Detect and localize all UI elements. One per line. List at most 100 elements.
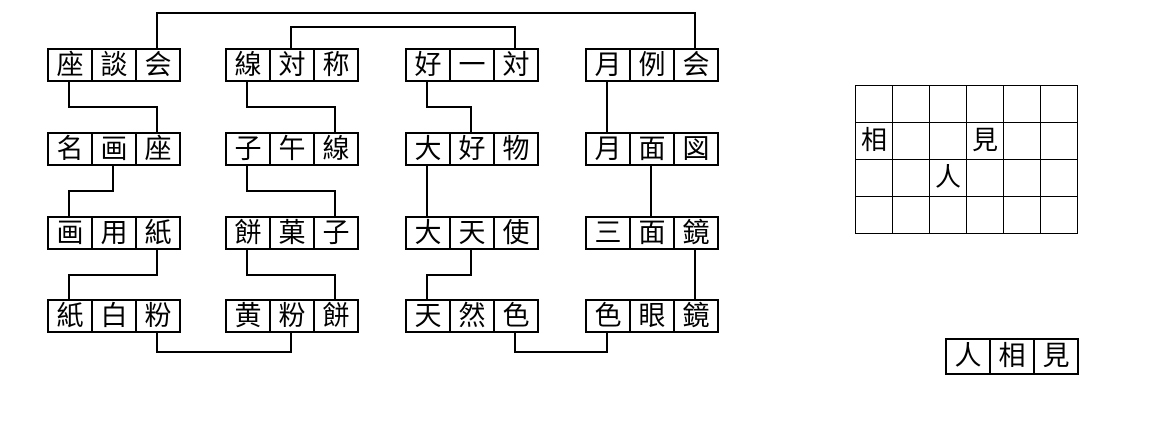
kanji-cell: 面 (629, 218, 673, 248)
word-box: 月例会 (585, 48, 719, 82)
connector-line (426, 82, 472, 132)
grid-cell-empty (967, 160, 1003, 196)
kanji-cell: 会 (135, 50, 179, 80)
connector-line (156, 333, 292, 353)
solution-grid: 相見人 (855, 85, 1078, 234)
answer-box: 人相見 (945, 338, 1079, 375)
kanji-cell: 談 (91, 50, 135, 80)
grid-cell-empty (967, 86, 1003, 122)
word-box: 好一対 (405, 48, 539, 82)
word-box: 子午線 (225, 132, 359, 166)
word-box: 黄粉餅 (225, 299, 359, 333)
word-box: 三面鏡 (585, 216, 719, 250)
kanji-cell: 線 (313, 134, 357, 164)
connector-line (156, 12, 696, 48)
connector-line (246, 166, 336, 216)
kanji-cell: 天 (407, 301, 449, 331)
kanji-cell: 名 (49, 134, 91, 164)
grid-cell-empty (1004, 160, 1040, 196)
kanji-cell: 午 (269, 134, 313, 164)
kanji-cell: 画 (91, 134, 135, 164)
kanji-cell: 称 (313, 50, 357, 80)
grid-cell-empty (856, 197, 892, 233)
kanji-cell: 月 (587, 50, 629, 80)
kanji-cell: 好 (449, 134, 493, 164)
answer-cell: 人 (947, 340, 989, 373)
kanji-cell: 大 (407, 134, 449, 164)
grid-cell-empty (967, 197, 1003, 233)
word-box: 座談会 (47, 48, 181, 82)
grid-cell-filled: 見 (967, 123, 1003, 159)
kanji-cell: 線 (227, 50, 269, 80)
kanji-cell: 使 (493, 218, 537, 248)
kanji-cell: 大 (407, 218, 449, 248)
word-box: 大好物 (405, 132, 539, 166)
grid-cell-empty (1004, 123, 1040, 159)
grid-cell-empty (893, 123, 929, 159)
answer-cell: 見 (1033, 340, 1077, 373)
kanji-cell: 餅 (313, 301, 357, 331)
kanji-cell: 黄 (227, 301, 269, 331)
grid-cell-empty (1041, 160, 1077, 196)
kanji-cell: 粉 (135, 301, 179, 331)
kanji-cell: 眼 (629, 301, 673, 331)
connector-line (68, 250, 158, 299)
grid-cell-empty (1004, 197, 1040, 233)
connector-line (246, 250, 336, 299)
kanji-cell: 天 (449, 218, 493, 248)
grid-cell-empty (1041, 197, 1077, 233)
kanji-cell: 三 (587, 218, 629, 248)
kanji-cell: 紙 (135, 218, 179, 248)
kanji-cell: 会 (673, 50, 717, 80)
grid-cell-empty (930, 86, 966, 122)
word-box: 線対称 (225, 48, 359, 82)
word-box: 画用紙 (47, 216, 181, 250)
word-box: 月面図 (585, 132, 719, 166)
connector-line (514, 333, 608, 353)
kanji-cell: 粉 (269, 301, 313, 331)
answer-cell: 相 (989, 340, 1033, 373)
kanji-cell: 鏡 (673, 301, 717, 331)
kanji-cell: 餅 (227, 218, 269, 248)
connector-line (68, 82, 158, 132)
grid-cell-empty (1041, 86, 1077, 122)
kanji-cell: 座 (49, 50, 91, 80)
grid-cell-empty (930, 197, 966, 233)
connector-line (246, 82, 336, 132)
grid-cell-empty (856, 86, 892, 122)
kanji-cell: 面 (629, 134, 673, 164)
word-box: 大天使 (405, 216, 539, 250)
kanji-cell: 子 (227, 134, 269, 164)
grid-cell-empty (893, 160, 929, 196)
kanji-cell: 月 (587, 134, 629, 164)
kanji-cell: 用 (91, 218, 135, 248)
kanji-cell: 画 (49, 218, 91, 248)
kanji-cell: 然 (449, 301, 493, 331)
kanji-cell: 子 (313, 218, 357, 248)
grid-cell-empty (1004, 86, 1040, 122)
kanji-cell: 色 (493, 301, 537, 331)
grid-cell-empty (856, 160, 892, 196)
grid-cell-empty (893, 197, 929, 233)
kanji-cell: 白 (91, 301, 135, 331)
kanji-cell: 紙 (49, 301, 91, 331)
word-box: 名画座 (47, 132, 181, 166)
kanji-cell: 色 (587, 301, 629, 331)
connector-line (290, 26, 516, 48)
kanji-cell: 座 (135, 134, 179, 164)
word-box: 天然色 (405, 299, 539, 333)
kanji-cell: 一 (449, 50, 493, 80)
connector-line (68, 166, 114, 216)
kanji-cell: 例 (629, 50, 673, 80)
word-box: 餅菓子 (225, 216, 359, 250)
grid-cell-empty (930, 123, 966, 159)
kanji-cell: 物 (493, 134, 537, 164)
word-box: 紙白粉 (47, 299, 181, 333)
connector-line (426, 250, 472, 299)
kanji-cell: 鏡 (673, 218, 717, 248)
word-box: 色眼鏡 (585, 299, 719, 333)
kanji-cell: 対 (493, 50, 537, 80)
grid-cell-empty (1041, 123, 1077, 159)
kanji-cell: 対 (269, 50, 313, 80)
kanji-cell: 図 (673, 134, 717, 164)
